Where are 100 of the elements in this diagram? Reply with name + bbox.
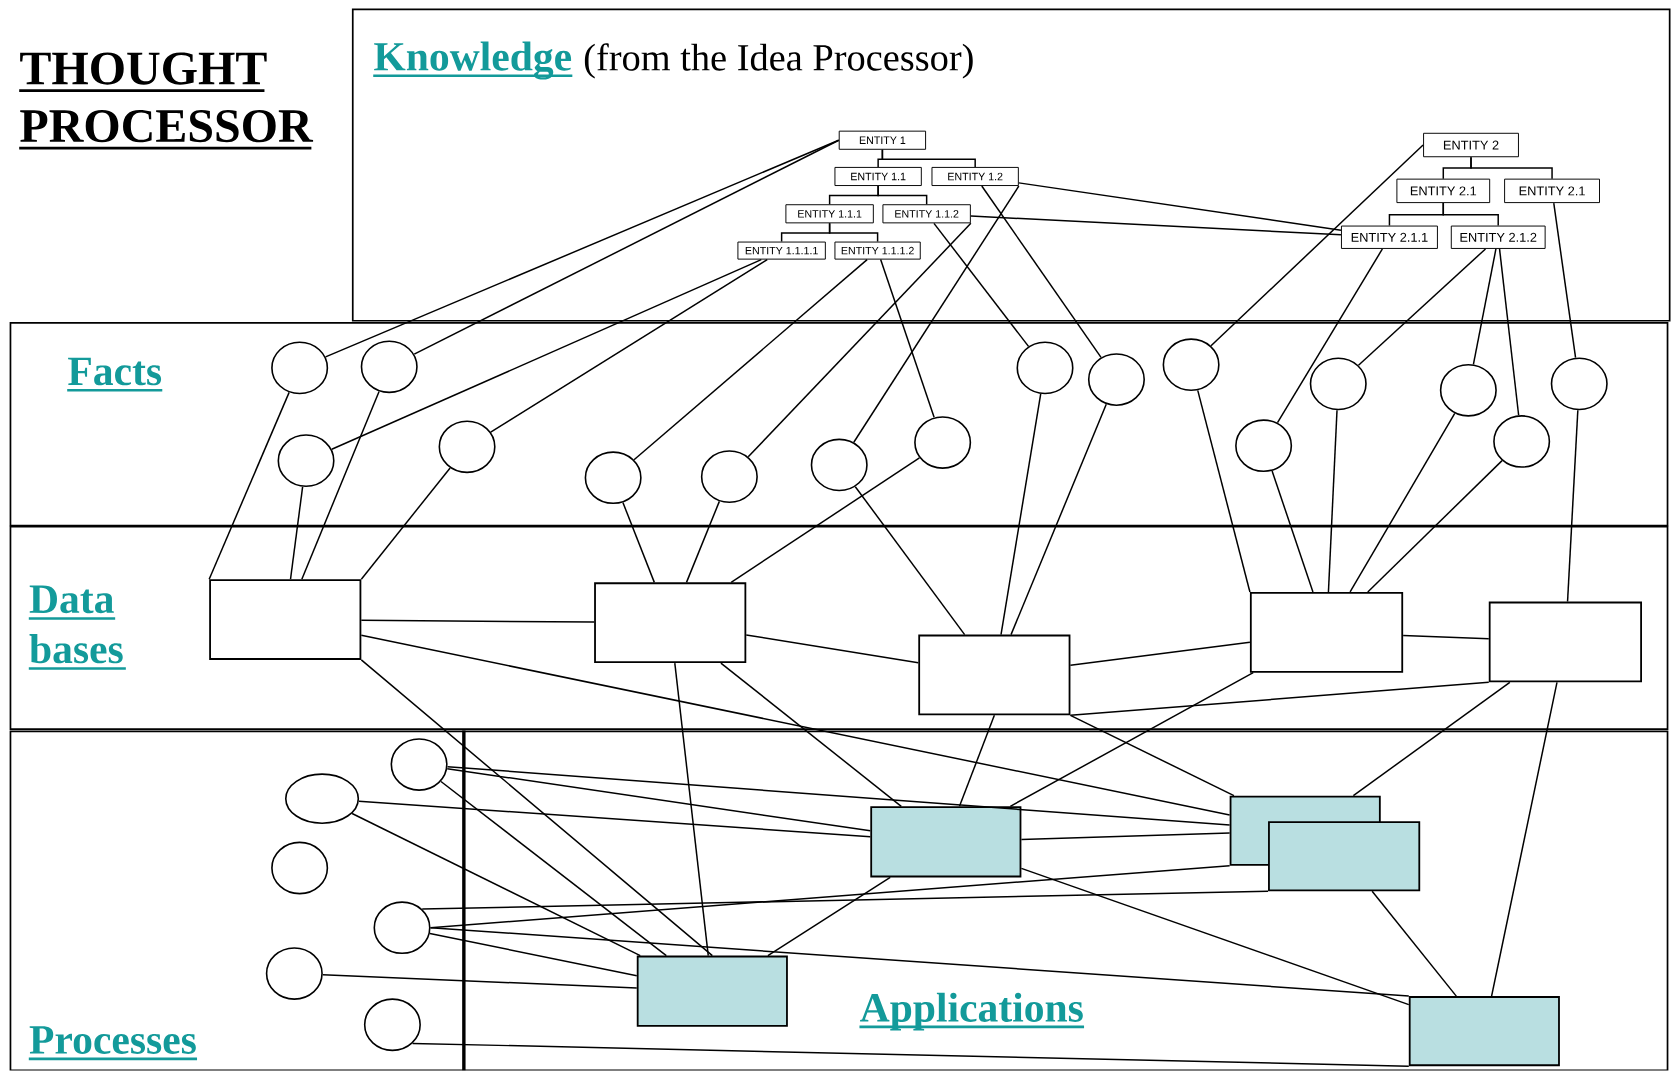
entity-box: ENTITY 2.1 xyxy=(1504,178,1600,204)
connector-line xyxy=(331,259,762,451)
entity-box: ENTITY 2.1 xyxy=(1396,178,1491,204)
connector-line xyxy=(1327,409,1338,593)
box xyxy=(1488,601,1642,683)
band-panel: Facts xyxy=(9,322,1669,527)
filled-box xyxy=(1408,996,1560,1067)
circle xyxy=(810,438,868,492)
title-heading: THOUGHT PROCESSOR xyxy=(19,52,314,150)
connector-line xyxy=(633,259,868,461)
connector-line xyxy=(1009,672,1254,808)
tree-connector xyxy=(881,149,976,168)
connector-line xyxy=(745,634,920,664)
connector-line xyxy=(360,659,714,957)
filled-box xyxy=(870,806,1022,878)
circle xyxy=(1162,338,1220,392)
connector-line xyxy=(685,500,721,584)
connector-line xyxy=(411,1042,1410,1068)
box xyxy=(209,579,362,661)
circle xyxy=(1235,419,1293,473)
entity-box: ENTITY 2 xyxy=(1423,133,1519,158)
connector-line xyxy=(324,139,840,358)
section-label: Applications xyxy=(859,992,1085,1031)
connector-line xyxy=(429,927,1410,998)
circle xyxy=(265,947,323,1001)
circle xyxy=(390,738,448,792)
connector-line xyxy=(322,974,638,989)
entity-box: ENTITY 1.1.1.2 xyxy=(834,241,921,260)
circle xyxy=(1016,341,1074,395)
connector-line xyxy=(1020,832,1231,841)
connector-line xyxy=(720,662,902,808)
connector-line xyxy=(360,467,451,581)
circle xyxy=(584,451,642,505)
circle xyxy=(277,434,335,488)
connector-line xyxy=(1498,248,1520,417)
connector-line xyxy=(360,619,595,624)
connector-line xyxy=(981,185,1102,359)
connector-line xyxy=(1276,248,1384,424)
circle xyxy=(271,341,329,395)
connector-line xyxy=(767,876,891,957)
connector-line xyxy=(413,139,840,356)
tree-connector xyxy=(877,185,928,206)
tree-connector xyxy=(828,222,879,243)
connector-line xyxy=(853,185,1020,444)
connector-line xyxy=(358,800,872,838)
circle xyxy=(1087,353,1145,407)
connector-line xyxy=(1402,634,1490,640)
circle xyxy=(1309,357,1367,411)
connector-line xyxy=(1069,681,1490,717)
entity-box: ENTITY 1.1.2 xyxy=(882,204,971,224)
connector-line xyxy=(1020,867,1410,1006)
connector-line xyxy=(1490,681,1558,998)
circle xyxy=(700,450,758,504)
circle xyxy=(363,998,421,1052)
connector-line xyxy=(854,486,966,636)
box xyxy=(594,582,747,664)
connector-line xyxy=(1000,393,1042,636)
entity-box: ENTITY 2.1.2 xyxy=(1450,225,1546,250)
connector-line xyxy=(1271,470,1314,593)
connector-line xyxy=(429,932,638,977)
circle xyxy=(373,901,431,955)
connector-line xyxy=(1349,412,1456,593)
connector-line xyxy=(1018,182,1342,232)
circle xyxy=(1439,364,1497,417)
connector-line xyxy=(1069,641,1251,667)
connector-line xyxy=(421,890,1269,910)
tree-connector xyxy=(1442,202,1499,227)
tree-connector xyxy=(1470,156,1553,180)
connector-line xyxy=(1210,144,1424,347)
circle xyxy=(1550,357,1608,411)
connector-line xyxy=(970,215,1342,236)
connector-line xyxy=(674,662,709,957)
box xyxy=(1249,592,1404,673)
circle xyxy=(1493,415,1551,469)
connector-line xyxy=(1197,389,1251,593)
entity-box: ENTITY 2.1.1 xyxy=(1341,225,1438,250)
connector-line xyxy=(351,812,641,957)
connector-line xyxy=(301,390,380,581)
connector-line xyxy=(446,768,872,832)
connector-line xyxy=(622,501,656,584)
circle xyxy=(360,340,418,394)
filled-box xyxy=(636,955,788,1027)
filled-box xyxy=(1268,821,1421,892)
connector-line xyxy=(1472,248,1497,366)
connector-line xyxy=(879,259,935,419)
connector-line xyxy=(1010,403,1107,636)
circle xyxy=(914,416,972,470)
connector-line xyxy=(933,222,1030,348)
entity-box: ENTITY 1.1.1 xyxy=(785,204,874,224)
circle xyxy=(285,773,360,825)
connector-line xyxy=(747,222,972,458)
connector-line xyxy=(1352,681,1511,797)
connector-line xyxy=(1566,409,1579,603)
circle xyxy=(271,841,329,895)
entity-box: ENTITY 1.1 xyxy=(834,167,922,187)
connector-line xyxy=(1357,248,1487,367)
connector-line xyxy=(446,766,1231,827)
box xyxy=(918,634,1071,716)
band-panel: Data bases xyxy=(9,525,1669,731)
connector-line xyxy=(1371,890,1458,998)
